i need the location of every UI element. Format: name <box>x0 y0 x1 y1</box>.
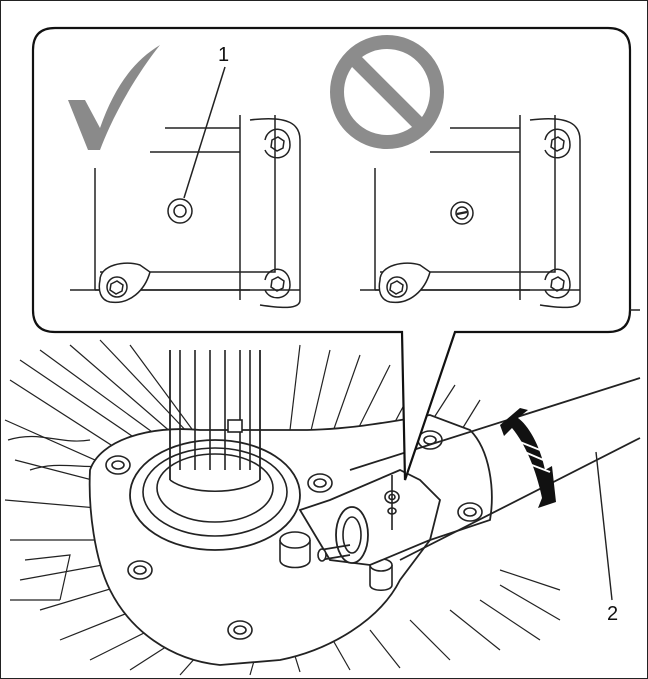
check-mark-icon <box>68 45 160 150</box>
leader-line-1 <box>183 66 226 199</box>
inspection-hole-open <box>167 198 193 224</box>
brush-assembly <box>4 339 641 676</box>
inspection-hole-blocked <box>450 201 474 225</box>
drive-shaft-tube <box>349 377 641 561</box>
callout-label-1: 1 <box>218 44 230 66</box>
incorrect-panel <box>360 115 640 311</box>
leader-line-2 <box>595 451 613 601</box>
double-arrow-icon <box>500 408 556 508</box>
correct-panel <box>70 66 301 309</box>
prohibited-icon <box>330 35 444 149</box>
callout-label-2: 2 <box>607 603 619 625</box>
detail-callout-box <box>31 26 632 481</box>
